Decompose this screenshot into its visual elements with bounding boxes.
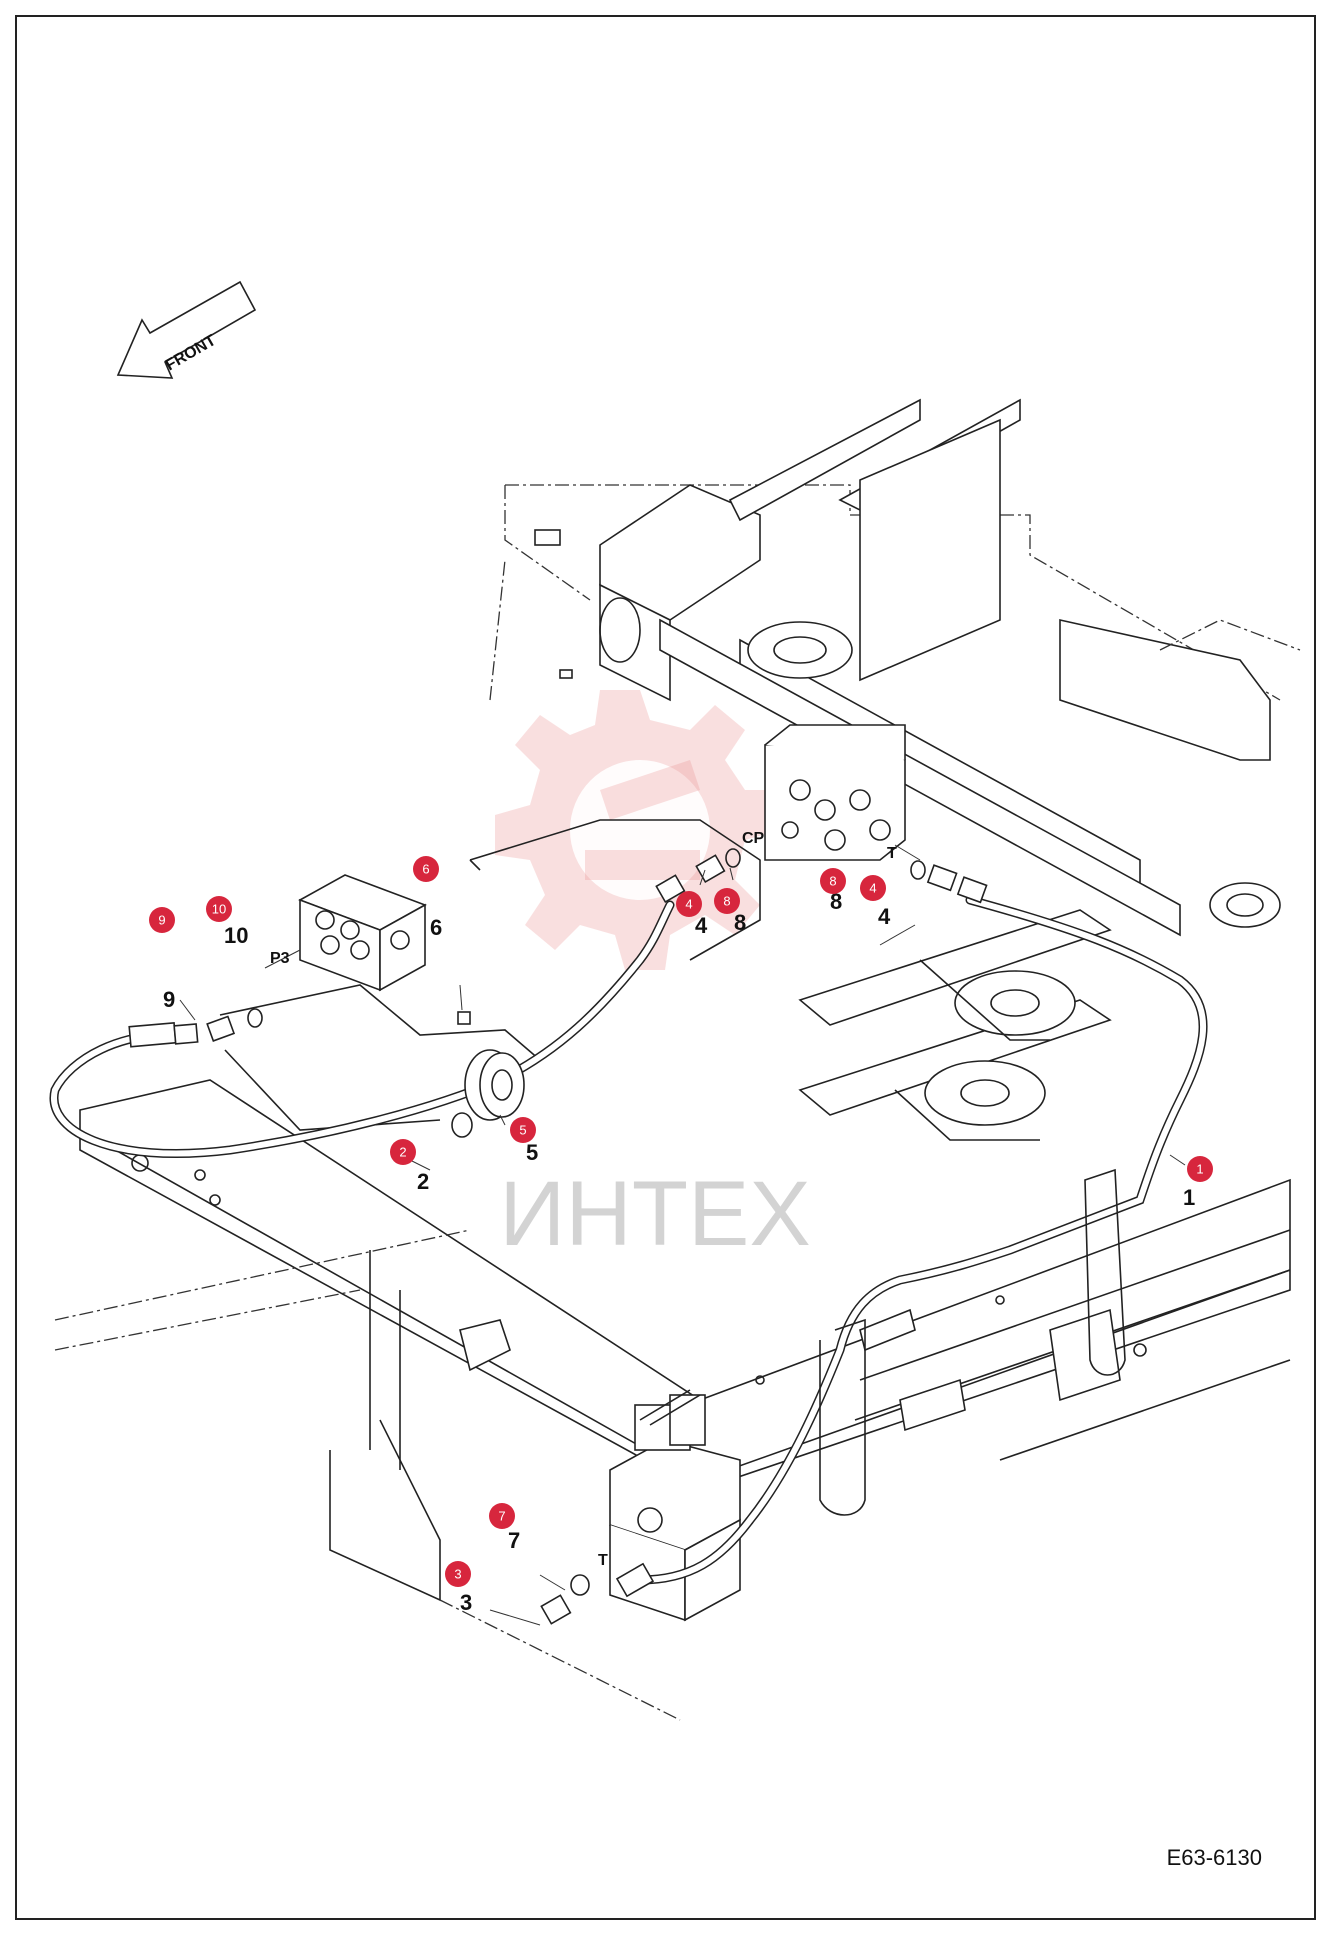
watermark-logo-icon [495,690,780,970]
svg-text:8: 8 [723,894,730,909]
callout-number-10: 10 [224,923,248,948]
port-label-p3: P3 [270,950,290,967]
svg-text:6: 6 [422,862,429,877]
callout-number-3: 3 [460,1590,472,1615]
callout-badge-4b[interactable]: 4 [860,875,886,901]
callout-number-7: 7 [508,1528,520,1553]
port-label-t-lower: T [598,1552,608,1569]
svg-text:9: 9 [158,913,165,928]
callout-number-4a: 4 [695,913,708,938]
front-arrow-icon [116,280,257,379]
callout-number-5: 5 [526,1140,538,1165]
callout-badge-3[interactable]: 3 [445,1561,471,1587]
grommet-5 [464,1049,525,1121]
lower-frame-structure [54,1079,1291,1721]
svg-text:7: 7 [498,1509,505,1524]
callout-badge-9[interactable]: 9 [149,907,175,933]
svg-text:10: 10 [212,902,226,917]
callout-badge-10[interactable]: 10 [206,896,232,922]
middle-frame-structure [219,819,1112,1141]
callout-badge-6[interactable]: 6 [413,856,439,882]
callout-badge-1[interactable]: 1 [1187,1156,1213,1182]
p3-manifold-block [298,874,427,992]
hose-clamp-loop [819,1168,1126,1516]
callout-number-4b: 4 [878,904,891,929]
diagram-frame [15,15,1316,1920]
callout-number-8b: 8 [830,889,842,914]
callout-badge-2[interactable]: 2 [390,1139,416,1165]
svg-text:4: 4 [685,897,692,912]
svg-text:8: 8 [829,874,836,889]
lower-solenoid-valve [609,1389,741,1622]
upper-right-control-valve [764,724,906,861]
svg-text:1: 1 [1196,1162,1203,1177]
svg-text:2: 2 [399,1145,406,1160]
front-arrow-label: FRONT [163,332,219,374]
callout-badge-8a[interactable]: 8 [714,888,740,914]
port-label-cp: CP [742,830,765,847]
callout-number-2: 2 [417,1169,429,1194]
svg-text:4: 4 [869,881,876,896]
callout-badge-8b[interactable]: 8 [820,868,846,894]
svg-text:3: 3 [454,1567,461,1582]
leader-lines [179,844,1186,1626]
svg-text:5: 5 [519,1123,526,1138]
drawing-code: E63-6130 [1167,1845,1262,1870]
port-label-t-upper: T [887,845,897,862]
callout-number-1: 1 [1183,1185,1195,1210]
callout-number-8a: 8 [734,910,746,935]
hose-fittings [128,848,988,1625]
callout-number-9: 9 [163,987,175,1012]
callout-badge-7[interactable]: 7 [489,1503,515,1529]
callout-badge-4a[interactable]: 4 [676,891,702,917]
upper-frame-structure [489,398,1301,937]
callout-badge-5[interactable]: 5 [510,1117,536,1143]
callout-number-6: 6 [430,915,442,940]
hose-1 [635,895,1208,1585]
watermark-text: ИНТЕХ [499,1163,811,1265]
hose-2 [49,900,675,1158]
